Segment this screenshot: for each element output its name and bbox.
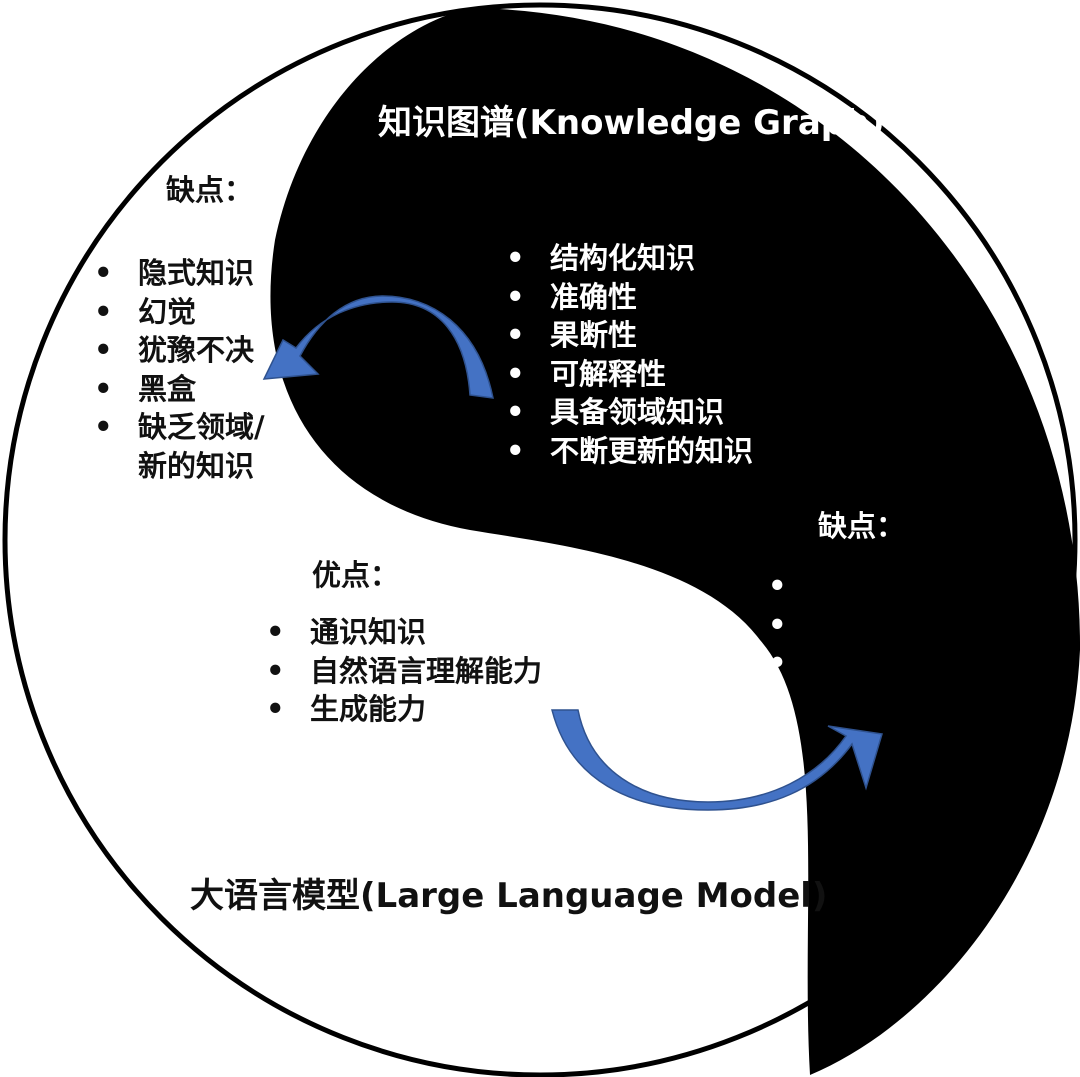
list-item: •黑盒	[90, 370, 265, 409]
llm-title: 大语言模型(Large Language Model)	[190, 876, 828, 916]
arrow-kg-to-llm	[262, 295, 494, 399]
list-item: •不断更新的知识	[502, 432, 753, 471]
bullet-dot: •	[94, 256, 113, 290]
bullet-dot: •	[94, 294, 113, 329]
llm-pros-heading: 优点：	[312, 558, 400, 592]
bullet-dot: •	[506, 395, 525, 430]
bullet-dot: •	[506, 318, 525, 353]
llm-pros-list: •通识知识 •自然语言理解能力 •生成能力	[262, 613, 542, 729]
bullet-dot: •	[266, 692, 285, 727]
llm-cons-heading: 缺点：	[166, 173, 254, 207]
bullet-dot: •	[768, 607, 787, 642]
list-item: •具备领域知识	[502, 393, 753, 432]
bullet-dot: •	[94, 333, 113, 368]
bullet-dot: •	[94, 410, 113, 445]
list-item: •通识知识	[262, 613, 542, 652]
list-item: •结构化知识	[502, 239, 753, 278]
yin-yang-black-half	[270, 8, 1080, 1075]
bullet-dot: •	[506, 241, 525, 275]
list-item: •准确性	[502, 278, 753, 317]
kg-cons-list: • • •	[764, 567, 812, 683]
bullet-dot: •	[506, 356, 525, 391]
kg-pros-list: •结构化知识 •准确性 •果断性 •可解释性 •具备领域知识 •不断更新的知识	[502, 239, 753, 471]
list-item: •可解释性	[502, 355, 753, 394]
list-item: •缺乏领域/新的知识	[94, 410, 265, 483]
bullet-dot: •	[266, 653, 285, 688]
list-item: •生成能力	[262, 690, 542, 729]
list-item: •犹豫不决	[90, 331, 265, 370]
bullet-dot: •	[768, 569, 787, 603]
list-item: •果断性	[502, 316, 753, 355]
llm-cons-list: •隐式知识 •幻觉 •犹豫不决 •黑盒 •缺乏领域/新的知识	[90, 254, 265, 486]
bullet-dot: •	[506, 279, 525, 314]
bullet-dot: •	[266, 615, 285, 649]
list-item: •自然语言理解能力	[262, 652, 542, 691]
kg-cons-heading: 缺点：	[818, 509, 906, 543]
list-item: •	[764, 644, 812, 683]
list-item: •	[764, 606, 812, 645]
kg-title: 知识图谱(Knowledge Graph)	[378, 103, 885, 143]
bullet-dot: •	[94, 371, 113, 406]
bullet-dot: •	[768, 646, 787, 681]
list-item: •	[764, 567, 812, 606]
arrow-llm-to-kg	[551, 709, 883, 811]
bullet-dot: •	[506, 433, 525, 468]
list-item: •隐式知识	[90, 254, 265, 293]
list-item: •幻觉	[90, 293, 265, 332]
